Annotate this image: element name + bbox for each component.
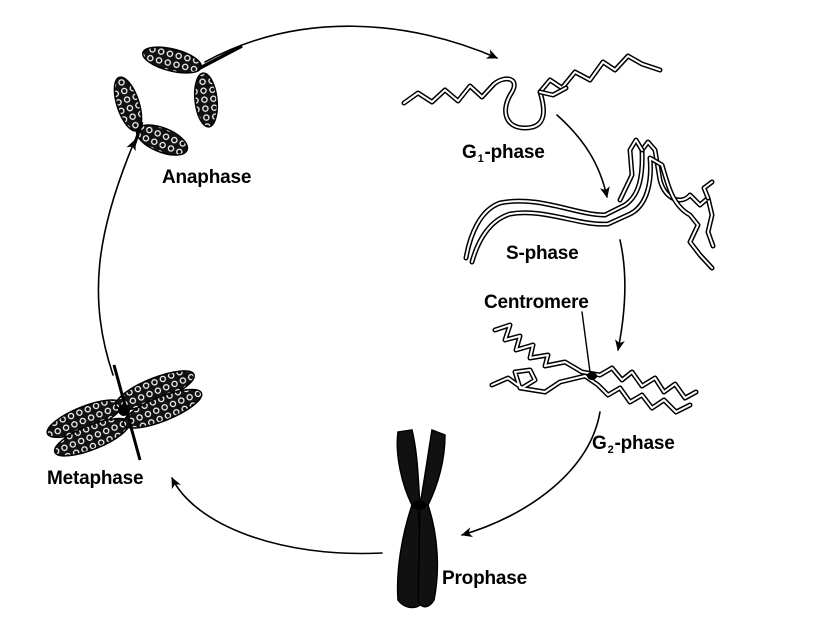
arrow-s-to-g2 bbox=[615, 239, 626, 351]
arrow-g1-to-s bbox=[556, 114, 610, 198]
anaphase-chromosome-lower bbox=[113, 76, 189, 156]
arrow-prophase-to-metaphase bbox=[171, 477, 383, 555]
g2-chromatids bbox=[489, 322, 699, 415]
s-phase-label: S-phase bbox=[506, 243, 579, 264]
s-phase-chromatin bbox=[463, 137, 716, 271]
prophase-label: Prophase bbox=[442, 568, 527, 589]
metaphase-label: Metaphase bbox=[47, 468, 144, 489]
g1-chromatin bbox=[401, 53, 663, 131]
centromere-point bbox=[587, 372, 597, 380]
centromere-label: Centromere bbox=[484, 292, 589, 313]
g1-phase-label: G1-phase bbox=[462, 142, 545, 165]
centromere-pointer-line bbox=[581, 311, 591, 373]
metaphase-chromosome bbox=[46, 364, 203, 461]
arrow-g2-to-prophase bbox=[461, 411, 601, 537]
g2-phase-label: G2-phase bbox=[592, 433, 675, 456]
arrow-metaphase-to-anaphase bbox=[97, 139, 136, 376]
arrow-anaphase-to-g1 bbox=[204, 25, 498, 63]
anaphase-chromosome-upper bbox=[142, 44, 243, 128]
prophase-chromosome bbox=[396, 428, 446, 609]
anaphase-label: Anaphase bbox=[162, 167, 252, 188]
